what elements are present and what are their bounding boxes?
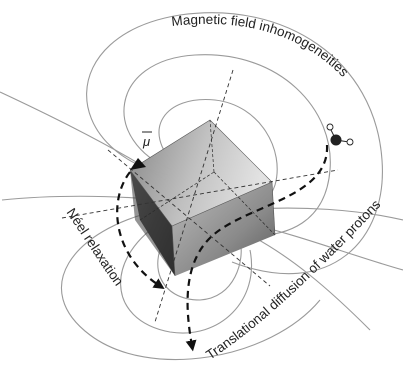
cube-hidden-edges bbox=[139, 119, 276, 236]
axes bbox=[61, 69, 339, 323]
field-line-upper-mid bbox=[123, 54, 331, 237]
field-line-bottom-mid bbox=[120, 219, 252, 334]
translational-arrow bbox=[185, 144, 329, 352]
axis-horizontal bbox=[61, 169, 339, 219]
field-line-bottom-inner bbox=[157, 229, 242, 301]
neel-arrow bbox=[116, 171, 165, 289]
water-molecule-icon bbox=[326, 123, 354, 146]
magnetic-moment: μ bbox=[130, 131, 152, 170]
cube-edges bbox=[129, 119, 276, 277]
field-line-bottom-left bbox=[60, 209, 321, 361]
cube-face-front-dark bbox=[130, 170, 175, 276]
cube-face-right bbox=[172, 182, 275, 276]
field-line-outer bbox=[86, 12, 383, 275]
mu-label: μ bbox=[142, 134, 150, 149]
field-label: Magnetic field inhomogeneities bbox=[171, 12, 352, 80]
arrow-up-icon bbox=[130, 158, 146, 170]
axis-vertical bbox=[154, 69, 234, 323]
axis-diagonal bbox=[107, 149, 271, 287]
cube bbox=[129, 119, 276, 277]
